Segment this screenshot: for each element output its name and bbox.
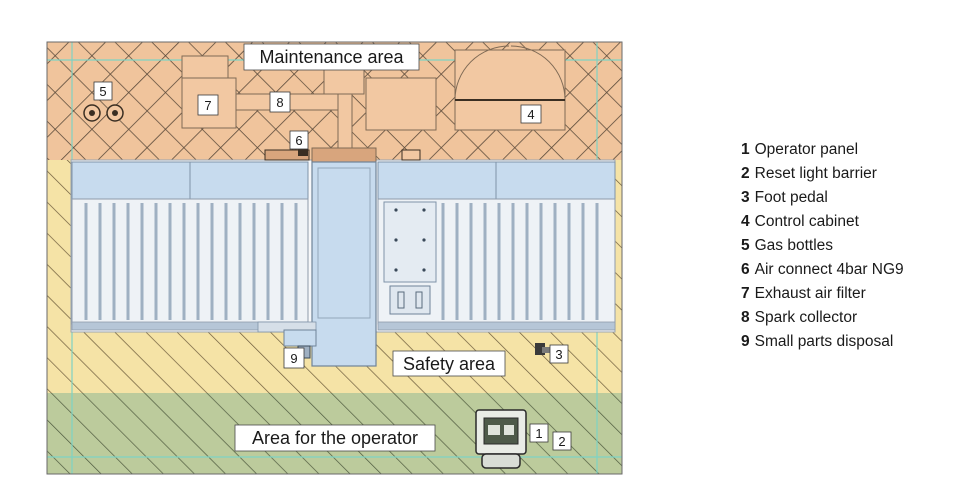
svg-text:8: 8 <box>276 95 283 110</box>
legend-label: Operator panel <box>754 141 859 158</box>
control-cabinet-unit <box>454 45 566 131</box>
operator-panel-icon <box>475 409 527 469</box>
legend-number: 8 <box>741 309 750 326</box>
central-gantry <box>257 147 377 367</box>
svg-text:Maintenance area: Maintenance area <box>259 47 404 67</box>
gas-bottles-icon <box>83 104 124 122</box>
callout-9: 9 <box>283 347 305 369</box>
callout-5: 5 <box>93 81 113 101</box>
foot-pedal-icon <box>535 343 550 355</box>
callout-7: 7 <box>197 94 219 116</box>
legend-number: 3 <box>741 189 750 206</box>
legend-label: Reset light barrier <box>754 165 877 182</box>
maintenance-area-label: Maintenance area <box>243 43 420 71</box>
legend-number: 4 <box>741 213 750 230</box>
svg-text:4: 4 <box>527 107 534 122</box>
right-work-table <box>377 161 616 331</box>
legend-label: Foot pedal <box>754 189 828 206</box>
legend-number: 7 <box>741 285 750 302</box>
left-work-table <box>71 161 309 331</box>
spark-collector-duct <box>235 67 437 149</box>
legend-number: 2 <box>741 165 750 182</box>
svg-text:1: 1 <box>535 426 542 441</box>
legend-number: 5 <box>741 237 750 254</box>
legend-label: Air connect 4bar NG9 <box>754 261 904 278</box>
operator-area-label: Area for the operator <box>234 424 436 452</box>
callout-1: 1 <box>529 423 549 443</box>
svg-text:6: 6 <box>295 133 302 148</box>
svg-text:Area for the operator: Area for the operator <box>252 428 418 448</box>
legend-label: Exhaust air filter <box>754 285 866 302</box>
callout-4: 4 <box>520 104 542 124</box>
legend-label: Control cabinet <box>754 213 859 230</box>
svg-text:9: 9 <box>290 351 297 366</box>
callout-6: 6 <box>289 130 309 150</box>
legend-label: Small parts disposal <box>754 333 894 350</box>
legend-number: 1 <box>741 141 750 158</box>
callout-2: 2 <box>552 431 572 451</box>
svg-text:5: 5 <box>99 84 106 99</box>
legend-label: Spark collector <box>754 309 858 326</box>
air-connect-icon <box>264 146 310 161</box>
safety-area-label: Safety area <box>392 350 506 377</box>
callout-3: 3 <box>549 344 569 364</box>
legend-number: 6 <box>741 261 750 278</box>
socket-icon <box>401 149 421 161</box>
svg-text:2: 2 <box>558 434 565 449</box>
exhaust-air-filter-unit <box>181 55 237 129</box>
svg-text:3: 3 <box>555 347 562 362</box>
legend-label: Gas bottles <box>754 237 834 254</box>
svg-text:7: 7 <box>204 98 211 113</box>
callout-8: 8 <box>269 91 291 113</box>
legend-number: 9 <box>741 333 750 350</box>
svg-text:Safety area: Safety area <box>403 354 496 374</box>
